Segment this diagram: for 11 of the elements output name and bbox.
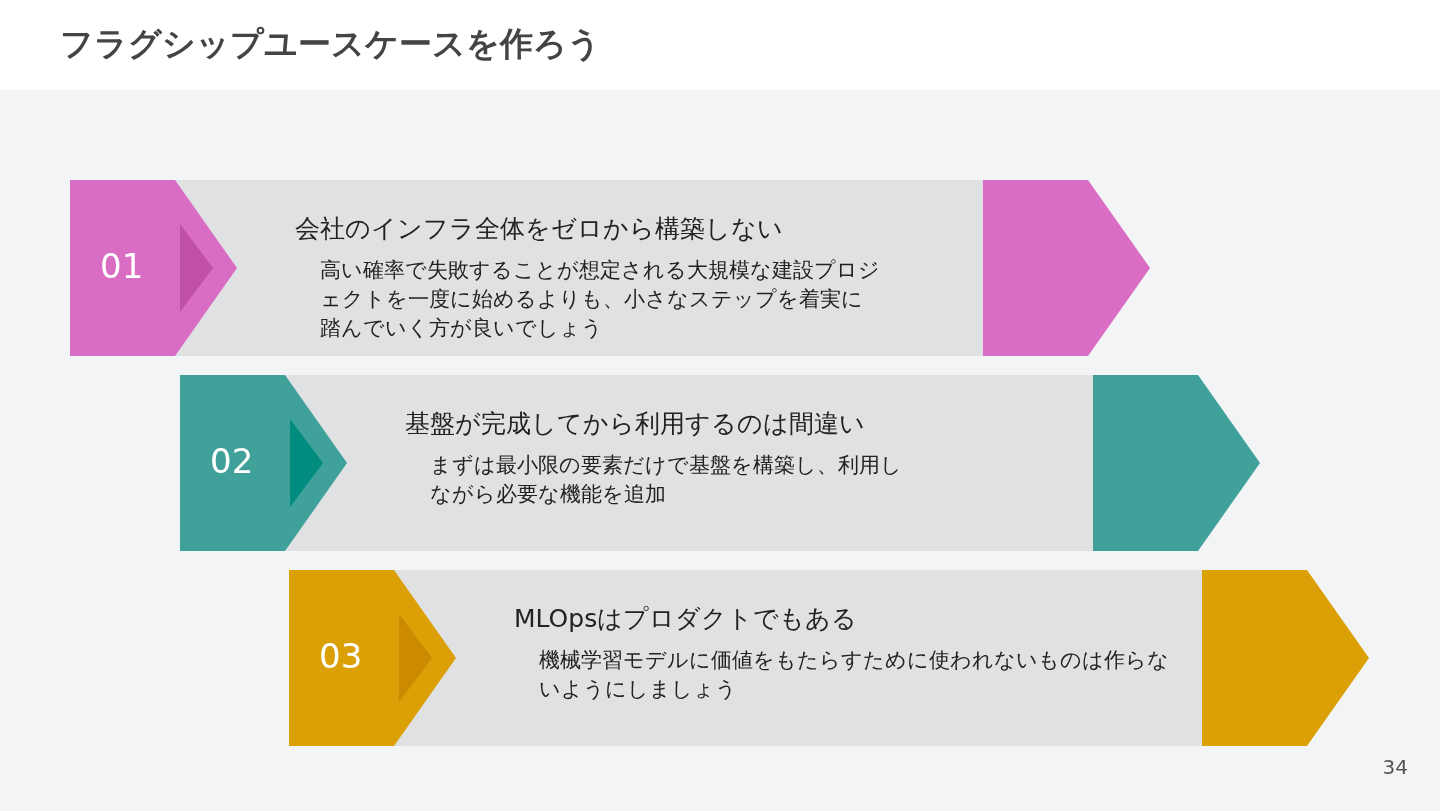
banner-text: 機械学習モデルに価値をもたらすために使われないものは作らないようにしましょう xyxy=(539,647,1170,703)
step-number: 02 xyxy=(210,441,254,481)
banner-heading: 会社のインフラ全体をゼロから構築しない xyxy=(295,213,783,245)
page-number: 34 xyxy=(1382,755,1408,779)
step-number: 01 xyxy=(100,246,144,286)
banner-heading: MLOpsはプロダクトでもある xyxy=(514,603,858,635)
banner-text: まずは最小限の要素だけで基盤を構築し、利用しながら必要な機能を追加 xyxy=(430,452,903,508)
banner-heading: 基盤が完成してから利用するのは間違い xyxy=(405,408,865,440)
step-number: 03 xyxy=(319,636,363,676)
slide-title: フラグシップユースケースを作ろう xyxy=(60,23,601,65)
banner-text: 高い確率で失敗することが想定される大規模な建設プロジェクトを一度に始めるよりも、小さなステップを着実に踏んでいく方が良いでしょう xyxy=(320,257,880,342)
